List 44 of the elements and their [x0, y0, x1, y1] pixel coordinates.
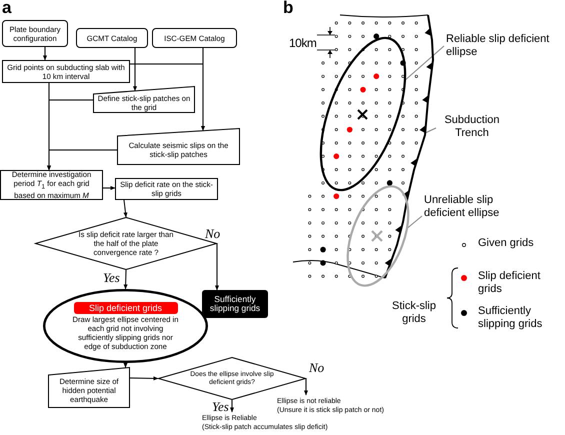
input-box	[152, 28, 237, 48]
panel-label: a	[2, 0, 12, 18]
leader-line	[404, 46, 444, 81]
group-label: Stick-slip grids	[390, 300, 437, 326]
result-box	[202, 290, 268, 318]
arrow	[130, 376, 158, 380]
process-box	[2, 60, 130, 83]
leader-line	[424, 128, 436, 134]
leader-line	[406, 216, 422, 229]
edge-label: Yes	[103, 270, 120, 286]
highlight-label: Slip deficient grids	[74, 302, 178, 314]
edge-label: Yes	[212, 399, 229, 414]
arrow	[124, 270, 128, 290]
arrow	[102, 186, 116, 190]
node-text: Sufficiently slipping grids	[208, 295, 262, 313]
edge-label: No	[309, 360, 324, 376]
process-box	[115, 178, 218, 200]
ellipse-outline	[348, 186, 408, 286]
node-text: Unreliable slip deficient ellipse	[423, 194, 500, 220]
input-box	[76, 28, 148, 48]
arrow	[47, 82, 51, 170]
arrow	[215, 243, 219, 290]
manual-input-box	[117, 128, 240, 165]
ellipse-outline	[321, 38, 405, 190]
process-ellipse	[43, 289, 208, 363]
arrow	[124, 200, 128, 218]
arrow	[124, 362, 128, 368]
panel-label: b	[283, 0, 294, 18]
manual-input-box	[48, 367, 130, 408]
arrow	[133, 48, 137, 92]
legend-text: Slip deficient grids	[478, 270, 542, 296]
dimension-label: 10km	[289, 36, 316, 50]
arrow	[304, 378, 308, 396]
arrow	[43, 46, 47, 60]
arrow	[230, 400, 234, 412]
manual-input-box	[93, 86, 195, 113]
arrow	[130, 64, 205, 131]
node-text: Subduction Trench	[443, 114, 501, 140]
edge-label: No	[205, 226, 220, 242]
process-box	[0, 170, 103, 200]
legend-text: Given grids	[478, 237, 535, 250]
legend-text: Sufficiently slipping grids	[478, 305, 544, 331]
node-text: Reliable slip deficient ellipse	[445, 33, 550, 59]
input-box	[2, 20, 68, 47]
